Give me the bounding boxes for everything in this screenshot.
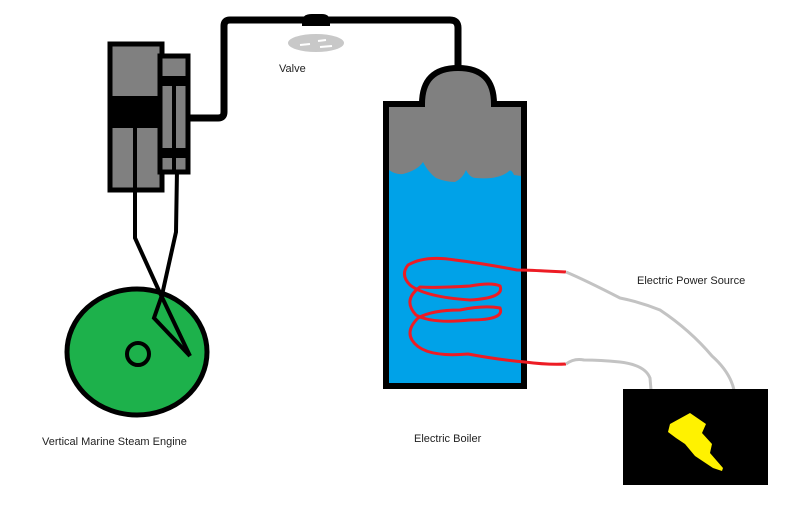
boiler-label: Electric Boiler bbox=[414, 433, 482, 445]
electric-boiler bbox=[383, 64, 527, 389]
power-source-label: Electric Power Source bbox=[637, 275, 746, 287]
valve-label: Valve bbox=[279, 63, 306, 75]
wire-top bbox=[565, 270, 736, 391]
valve-wheel-spokes bbox=[299, 39, 333, 48]
steam-pipe bbox=[188, 16, 462, 122]
main-piston bbox=[110, 96, 162, 128]
wire-bottom bbox=[565, 358, 653, 391]
connecting-rod bbox=[133, 188, 192, 357]
valve-handwheel[interactable] bbox=[288, 34, 344, 52]
steam-engine bbox=[107, 41, 191, 193]
flywheel-hub bbox=[125, 341, 151, 367]
valve-chest-top-bar bbox=[160, 76, 188, 86]
electric-power-source bbox=[623, 389, 768, 485]
boiler-water bbox=[389, 162, 521, 383]
valve[interactable] bbox=[288, 14, 344, 52]
heating-coil bbox=[403, 256, 567, 366]
valve-body bbox=[302, 14, 330, 26]
eccentric-rod bbox=[151, 169, 192, 358]
engine-label: Vertical Marine Steam Engine bbox=[42, 436, 187, 448]
lightning-bolt-icon bbox=[668, 413, 723, 471]
